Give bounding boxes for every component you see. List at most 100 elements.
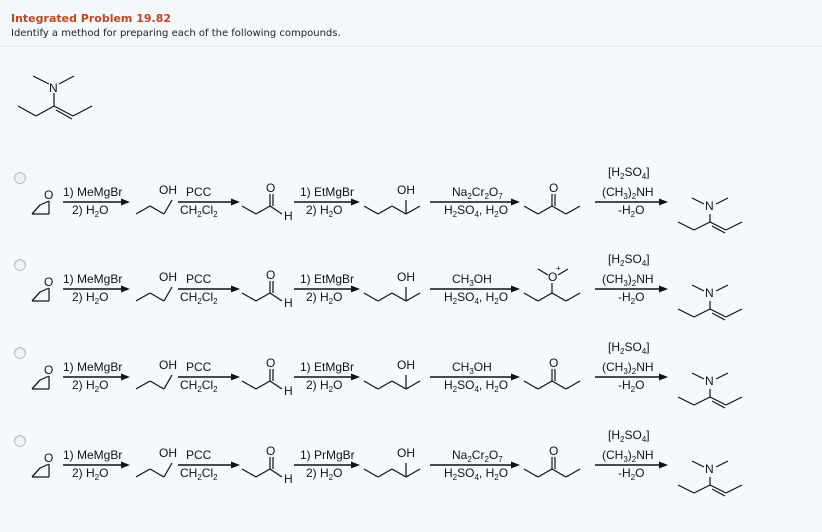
bond <box>35 105 55 117</box>
option-radio-2[interactable] <box>14 259 26 271</box>
bond <box>725 221 743 231</box>
problem-prompt: Identify a method for preparing each of … <box>11 28 341 39</box>
bond <box>241 380 257 390</box>
reaction-arrow-head <box>351 198 360 206</box>
atom-n: N <box>705 374 714 388</box>
bond <box>523 468 539 478</box>
option-radio-3[interactable] <box>14 347 26 359</box>
reagent-step1-b: 2) H2O <box>72 203 108 219</box>
atom-h: H <box>284 209 293 223</box>
bond <box>377 205 393 215</box>
reagent-step1-b: 2) H2O <box>72 290 108 306</box>
bond <box>405 292 421 302</box>
bond <box>39 375 50 381</box>
bond <box>405 205 421 215</box>
reagent-step1-b: 2) H2O <box>72 466 108 482</box>
bond <box>269 205 283 215</box>
atom-n: N <box>49 81 58 95</box>
reagent-step2-b: CH2Cl2 <box>180 203 218 219</box>
bond <box>565 468 581 478</box>
bond <box>709 484 727 494</box>
atom-o: O <box>44 451 53 465</box>
bond <box>693 396 711 406</box>
atom-oh: OH <box>159 183 177 197</box>
reagent-step1-b: 2) H2O <box>72 378 108 394</box>
bond <box>31 291 41 302</box>
bond <box>135 468 151 478</box>
bond <box>711 488 726 497</box>
reagent-step2-b: CH2Cl2 <box>180 290 218 306</box>
reagent-step4-a: CH3OH <box>452 360 492 376</box>
bond <box>523 380 539 390</box>
bond <box>377 380 393 390</box>
bond <box>551 380 567 390</box>
reaction-arrow-head <box>121 461 130 469</box>
bond <box>363 468 379 478</box>
bond <box>39 200 50 206</box>
reagent-step5-a: [H2SO4] <box>608 428 650 444</box>
reagent-step3-a: 1) EtMgBr <box>300 185 354 199</box>
atom-o: O <box>266 356 275 370</box>
reaction-arrow-head <box>351 373 360 381</box>
reagent-step3-a: 1) EtMgBr <box>300 360 354 374</box>
reaction-arrow-head <box>231 198 240 206</box>
atom-o: O <box>44 363 53 377</box>
bond <box>241 292 257 302</box>
bond <box>377 468 393 478</box>
question-header: Integrated Problem 19.82 Identify a meth… <box>0 0 822 47</box>
atom-oh: OH <box>397 183 415 197</box>
atom-oh: OH <box>397 358 415 372</box>
bond <box>39 287 50 293</box>
atom-oh: OH <box>159 358 177 372</box>
reagent-step1-a: 1) MeMgBr <box>63 185 122 199</box>
reagent-step3-b: 2) H2O <box>306 203 342 219</box>
reagent-step5-c: -H2O <box>618 290 644 306</box>
reaction-arrow-head <box>231 373 240 381</box>
bond <box>135 205 151 215</box>
atom-o: O <box>548 270 557 284</box>
bond <box>58 75 75 85</box>
reagent-step5-c: -H2O <box>618 466 644 482</box>
reagent-step5-b: (CH3)2NH <box>602 185 654 201</box>
bond <box>241 468 257 478</box>
reagent-step5-a: [H2SO4] <box>608 340 650 356</box>
bond <box>135 380 151 390</box>
atom-n: N <box>705 462 714 476</box>
bond <box>255 205 271 215</box>
reagent-step4-a: Na2Cr2O7 <box>452 185 503 201</box>
atom-o: O <box>44 188 53 202</box>
reagent-step5-b: (CH3)2NH <box>602 448 654 464</box>
bond <box>363 380 379 390</box>
atom-oh: OH <box>159 270 177 284</box>
bond <box>31 467 41 478</box>
reagent-step1-a: 1) MeMgBr <box>63 448 122 462</box>
bond <box>725 308 743 318</box>
bond <box>537 205 553 215</box>
bond <box>691 197 705 205</box>
bond <box>523 205 539 215</box>
bond <box>677 396 695 406</box>
atom-o: O <box>266 181 275 195</box>
bond <box>31 379 41 390</box>
bond <box>163 199 173 215</box>
option-radio-1[interactable] <box>14 172 26 184</box>
bond <box>691 284 705 292</box>
atom-h: H <box>284 384 293 398</box>
atom-o: O <box>549 444 558 458</box>
reaction-arrow-head <box>121 198 130 206</box>
reaction-arrow-head <box>231 285 240 293</box>
bond <box>391 468 407 478</box>
reagent-step2-a: PCC <box>186 448 212 462</box>
bond <box>255 292 271 302</box>
bond <box>255 380 271 390</box>
bond <box>72 105 93 117</box>
atom-o: O <box>266 444 275 458</box>
bond <box>565 292 581 302</box>
bond <box>537 468 553 478</box>
option-radio-4[interactable] <box>14 435 26 447</box>
bond <box>363 292 379 302</box>
bond <box>677 484 695 494</box>
bond <box>363 205 379 215</box>
bond <box>709 221 727 231</box>
atom-o: O <box>44 275 53 289</box>
